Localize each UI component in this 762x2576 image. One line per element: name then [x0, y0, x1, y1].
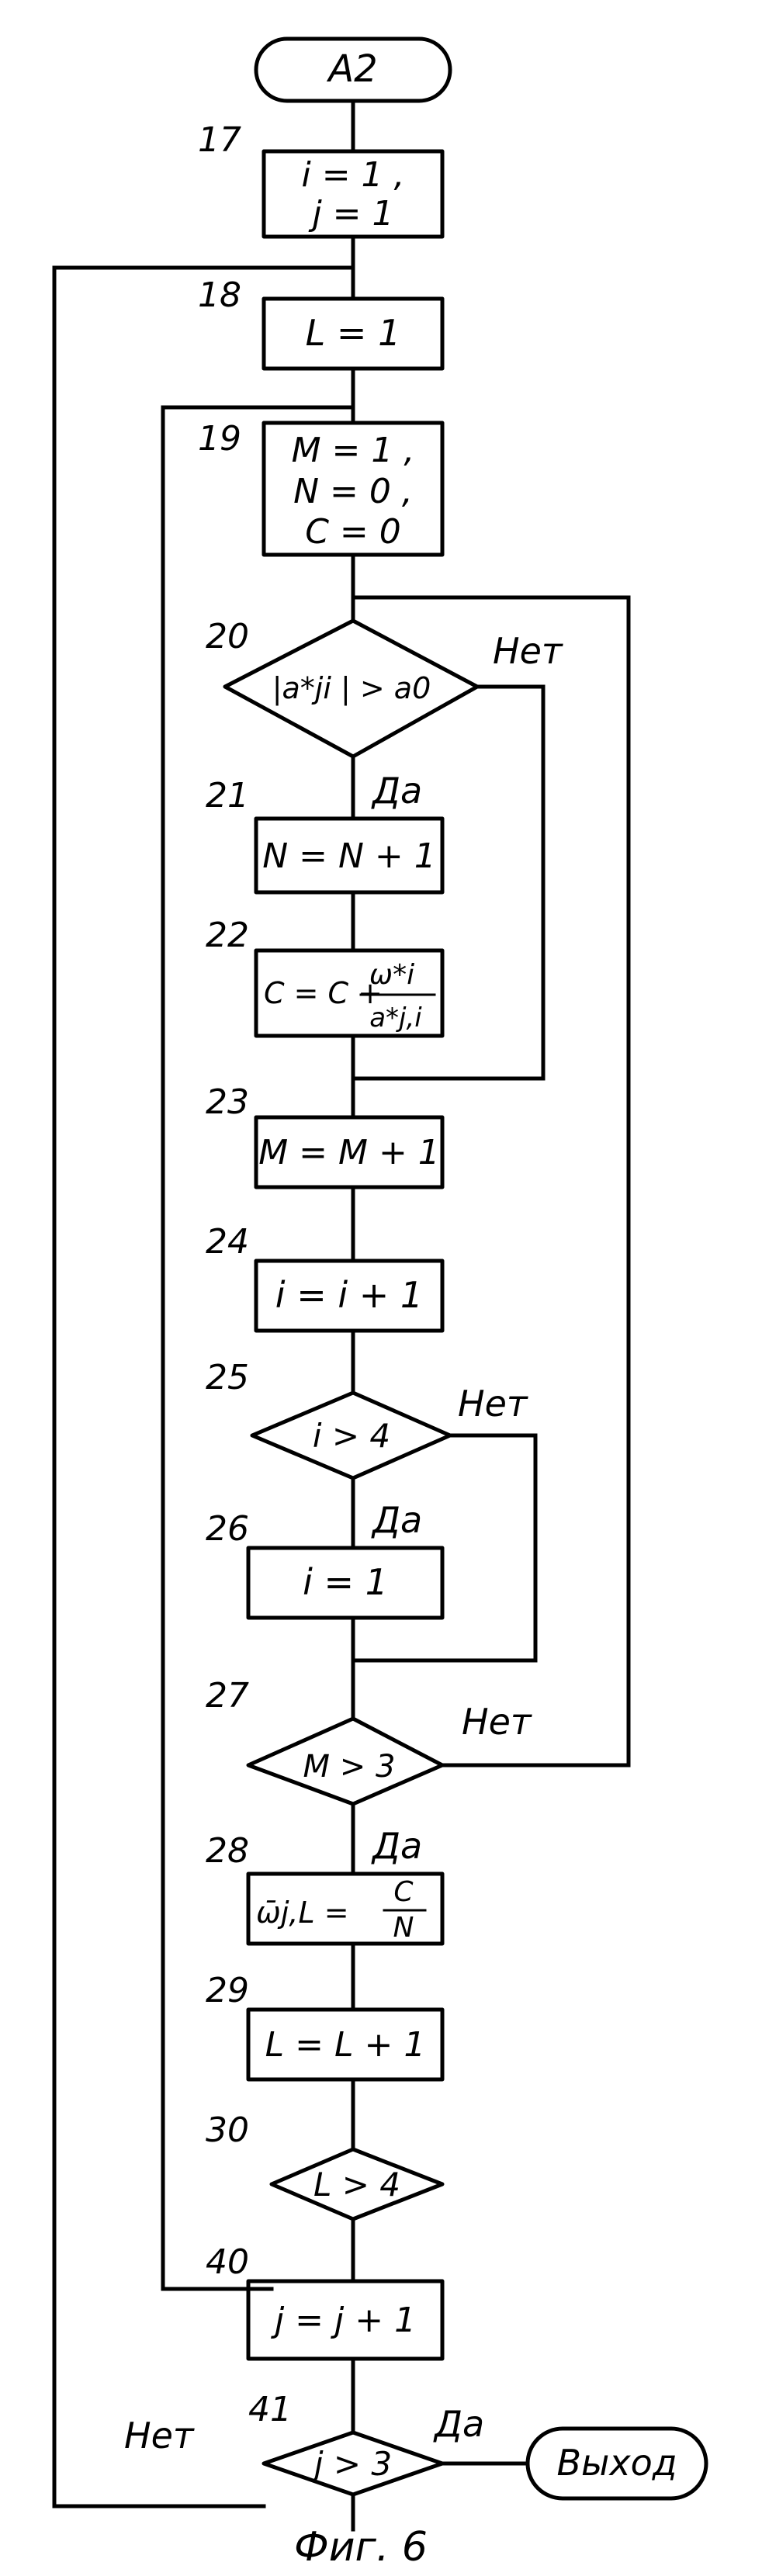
decision-41: j > 3 — [264, 2432, 442, 2495]
svg-text:26: 26 — [206, 1509, 249, 1549]
svg-text:41: 41 — [248, 2390, 292, 2429]
svg-text:L > 4: L > 4 — [313, 2166, 400, 2204]
no-label-20: Нет — [493, 630, 563, 672]
yes-label-21: Да — [371, 770, 422, 812]
block-23: M = M + 1 — [256, 1117, 442, 1187]
block-40: j = j + 1 — [248, 2281, 442, 2359]
decision-25: i > 4 — [252, 1393, 450, 1478]
svg-text:28: 28 — [206, 1831, 249, 1871]
figure-caption: Фиг. 6 — [294, 2524, 428, 2571]
svg-text:N = N + 1: N = N + 1 — [262, 836, 436, 876]
svg-text:C = C +: C = C + — [264, 976, 383, 1010]
start-terminal-label: A2 — [326, 47, 377, 91]
block-28: ω̄j,L = C N — [248, 1874, 442, 1944]
block-19: M = 1 , N = 0 , C = 0 — [264, 423, 442, 555]
svg-text:N = 0 ,: N = 0 , — [293, 472, 413, 511]
yes-label-28: Да — [371, 1825, 422, 1867]
no-label-27: Нет — [462, 1701, 532, 1743]
svg-text:23: 23 — [206, 1082, 249, 1122]
svg-text:27: 27 — [206, 1676, 249, 1716]
block-24: i = i + 1 — [256, 1261, 442, 1331]
svg-text:L = L + 1: L = L + 1 — [265, 2025, 426, 2065]
svg-text:j = 1: j = 1 — [308, 194, 393, 234]
svg-text:C: C — [393, 1876, 414, 1908]
svg-text:C = 0: C = 0 — [305, 512, 401, 552]
svg-text:40: 40 — [206, 2242, 249, 2282]
svg-text:a*j,i: a*j,i — [369, 1002, 422, 1034]
svg-text:L = 1: L = 1 — [306, 312, 401, 354]
decision-30: L > 4 — [272, 2149, 442, 2219]
block-22: C = C + ω*i a*j,i — [256, 950, 442, 1036]
svg-text:17: 17 — [198, 120, 241, 160]
decision-20: |a*ji | > a0 — [225, 621, 477, 757]
svg-text:M = 1 ,: M = 1 , — [292, 431, 415, 470]
svg-text:j > 3: j > 3 — [310, 2445, 392, 2483]
svg-text:24: 24 — [206, 1222, 249, 1262]
block-18: L = 1 — [264, 299, 442, 369]
block-17: i = 1 , j = 1 — [264, 151, 442, 237]
block-26: i = 1 — [248, 1548, 442, 1618]
svg-text:18: 18 — [198, 275, 241, 315]
svg-text:30: 30 — [206, 2110, 249, 2150]
exit-terminal: Выход — [528, 2429, 706, 2498]
svg-text:i = 1: i = 1 — [303, 1561, 388, 1603]
svg-text:|a*ji | > a0: |a*ji | > a0 — [272, 671, 431, 706]
svg-text:21: 21 — [206, 776, 249, 815]
exit-terminal-label: Выход — [556, 2442, 677, 2484]
svg-text:25: 25 — [206, 1358, 249, 1397]
yes-label-26: Да — [371, 1499, 422, 1541]
svg-text:M = M + 1: M = M + 1 — [258, 1133, 440, 1172]
svg-text:20: 20 — [206, 617, 249, 656]
svg-text:i = i + 1: i = i + 1 — [275, 1274, 423, 1316]
no-label-25: Нет — [458, 1383, 528, 1425]
svg-text:N: N — [393, 1912, 414, 1944]
svg-text:j = j + 1: j = j + 1 — [271, 2301, 416, 2340]
yes-label-41: Да — [433, 2403, 484, 2445]
svg-text:i > 4: i > 4 — [313, 1417, 390, 1455]
svg-text:ω̄j,L =: ω̄j,L = — [256, 1896, 349, 1930]
svg-text:i = 1 ,: i = 1 , — [301, 155, 404, 195]
svg-text:19: 19 — [198, 419, 241, 459]
svg-text:22: 22 — [206, 916, 249, 955]
block-21: N = N + 1 — [256, 819, 442, 892]
svg-text:29: 29 — [206, 1971, 249, 2010]
svg-text:ω*i: ω*i — [369, 959, 414, 991]
block-29: L = L + 1 — [248, 2010, 442, 2079]
start-terminal: A2 — [256, 39, 450, 101]
no-label-41: Нет — [124, 2415, 195, 2457]
decision-27: M > 3 — [248, 1719, 442, 1804]
svg-text:M > 3: M > 3 — [303, 1749, 396, 1785]
